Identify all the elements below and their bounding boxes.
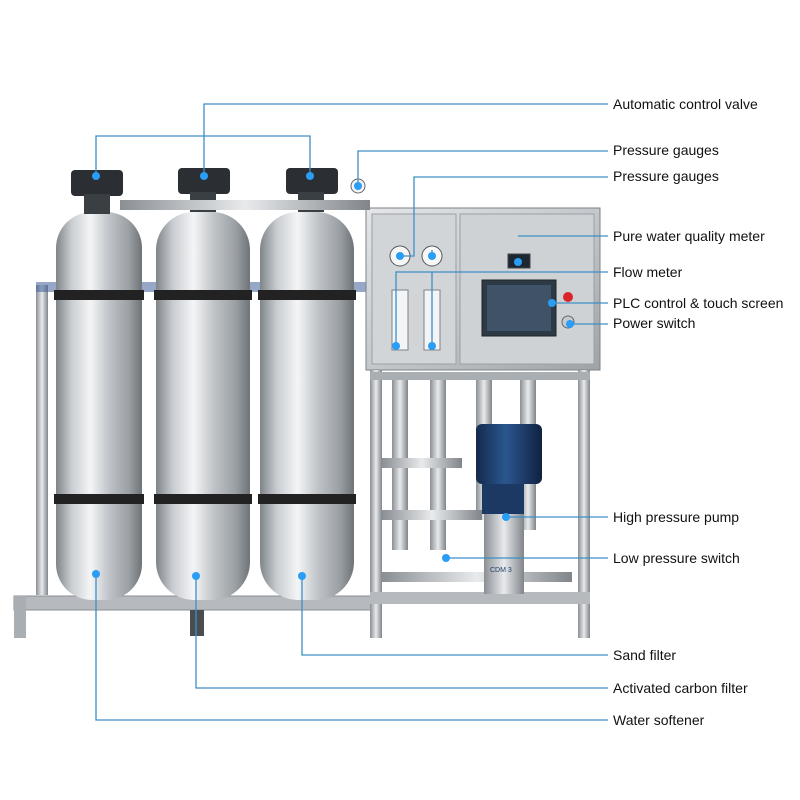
dot-quality-meter [514,258,522,266]
leader-sand-filter [301,576,608,656]
dot-pump [502,513,510,521]
leader-lines [95,103,608,721]
marker-dots [92,172,574,580]
label-automatic-control-valve: Automatic control valve [613,96,758,112]
sand-filter-tank [258,168,356,600]
label-water-softener: Water softener [613,712,705,728]
label-flow-meter: Flow meter [613,264,683,280]
label-plc-control-touch-screen: PLC control & touch screen [613,295,784,311]
label-pressure-gauges-1: Pressure gauges [613,142,719,158]
dot-valve-sand [306,172,314,180]
dot-gauge-1 [396,252,404,260]
dot-flow-1 [392,342,400,350]
leader-auto-valve-mid [203,103,608,176]
dot-valve-softener [92,172,100,180]
label-sand-filter: Sand filter [613,647,677,663]
label-high-pressure-pump: High pressure pump [613,509,740,525]
water-softener-tank [54,170,144,600]
dot-power [566,320,574,328]
leader-flow-meter-1 [395,271,608,346]
dot-low-pressure [442,554,450,562]
activated-carbon-filter-tank [154,168,252,600]
leader-pressure-gauges-1 [357,150,608,186]
leader-water-softener [95,574,608,721]
leader-pressure-gauges-2 [400,176,608,257]
label-pressure-gauges-2: Pressure gauges [613,168,719,184]
dot-gauge-2 [428,252,436,260]
label-low-pressure-switch: Low pressure switch [613,550,740,566]
pump-model-text: CDM 3 [490,567,512,574]
dot-valve-carbon [200,172,208,180]
dot-flow-2 [428,342,436,350]
dot-carbon [192,572,200,580]
label-pure-water-quality-meter: Pure water quality meter [613,228,765,244]
dot-sand [298,572,306,580]
header-pipe [120,200,370,210]
dot-plc [548,299,556,307]
dot-header-gauge [354,182,362,190]
label-activated-carbon-filter: Activated carbon filter [613,680,748,696]
leader-carbon-filter [195,576,608,689]
leader-auto-valve [95,135,311,176]
dot-softener [92,570,100,578]
label-power-switch: Power switch [613,315,696,331]
high-pressure-pump: CDM 3 [476,424,542,594]
